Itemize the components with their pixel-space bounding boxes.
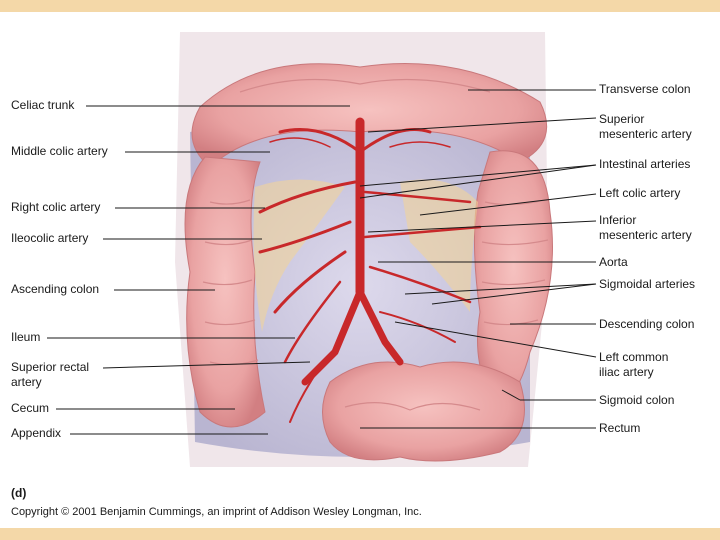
label-left-common-iliac-artery-line1: Left common bbox=[599, 350, 669, 364]
label-rectum: Rectum bbox=[599, 421, 641, 435]
copyright-notice: Copyright © 2001 Benjamin Cummings, an i… bbox=[11, 506, 422, 518]
ascending-colon-shape bbox=[184, 156, 266, 428]
panel-label: (d) bbox=[11, 486, 27, 500]
label-inferior-mesenteric-artery-line2: mesenteric artery bbox=[599, 228, 692, 242]
label-ileum: Ileum bbox=[11, 330, 41, 344]
label-descending-colon: Descending colon bbox=[599, 317, 695, 331]
label-ileocolic-artery: Ileocolic artery bbox=[11, 231, 89, 245]
label-inferior-mesenteric-artery-line1: Inferior bbox=[599, 213, 637, 227]
label-celiac-trunk: Celiac trunk bbox=[11, 98, 75, 112]
label-aorta: Aorta bbox=[599, 255, 628, 269]
label-superior-rectal-artery-line1: Superior rectal bbox=[11, 360, 90, 374]
label-middle-colic-artery: Middle colic artery bbox=[11, 144, 108, 158]
label-ascending-colon: Ascending colon bbox=[11, 282, 100, 296]
sigmoid-colon-shape bbox=[322, 361, 525, 462]
leader-lines-right bbox=[359, 89, 597, 429]
label-appendix: Appendix bbox=[11, 426, 62, 440]
label-sigmoid-colon: Sigmoid colon bbox=[599, 393, 675, 407]
label-transverse-colon: Transverse colon bbox=[599, 82, 691, 96]
figure-page: Celiac trunk Middle colic artery Right c… bbox=[0, 12, 720, 528]
mesenteric-fat bbox=[253, 179, 478, 332]
leader-lines-left bbox=[47, 105, 350, 435]
anatomy-illustration bbox=[47, 32, 597, 467]
label-left-common-iliac-artery-line2: iliac artery bbox=[599, 365, 654, 379]
label-superior-mesenteric-artery-line1: Superior bbox=[599, 112, 645, 126]
label-superior-mesenteric-artery-line2: mesenteric artery bbox=[599, 127, 692, 141]
label-superior-rectal-artery-line2: artery bbox=[11, 375, 42, 389]
arterial-tree bbox=[258, 117, 482, 423]
label-sigmoidal-arteries: Sigmoidal arteries bbox=[599, 277, 696, 291]
label-right-colic-artery: Right colic artery bbox=[11, 200, 101, 214]
label-intestinal-arteries: Intestinal arteries bbox=[599, 157, 691, 171]
label-left-colic-artery: Left colic artery bbox=[599, 186, 681, 200]
label-cecum: Cecum bbox=[11, 401, 50, 415]
